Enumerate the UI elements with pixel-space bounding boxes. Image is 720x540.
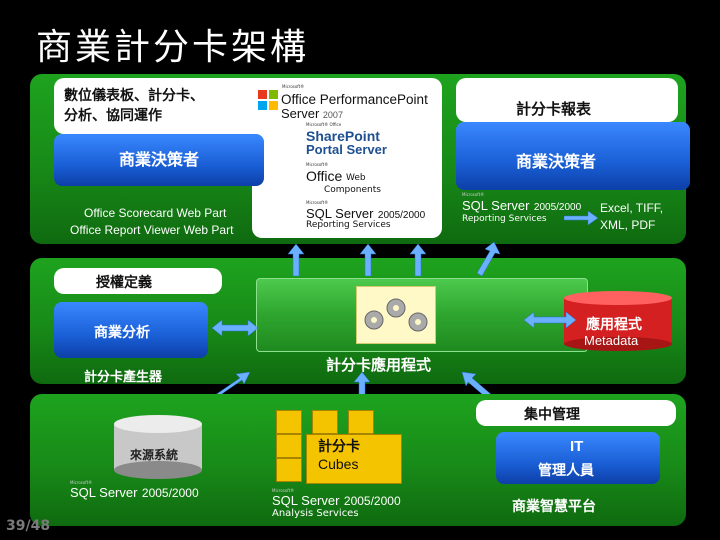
sql-year: 2005/2000: [377, 210, 426, 221]
cube-4: [276, 434, 302, 458]
cubes-label-box: [306, 434, 402, 484]
src-sql-year: 2005/2000: [141, 486, 199, 500]
owc-components: Components: [324, 185, 381, 195]
webpart-scorecard: Office Scorecard Web Part: [84, 206, 227, 220]
as-label: Analysis Services: [272, 508, 359, 519]
export-arrow-icon: [564, 211, 598, 225]
right-sql-rs: Reporting Services: [462, 214, 547, 224]
app-label: 計分卡應用程式: [326, 356, 432, 374]
sp-small: Microsoft® Office: [306, 122, 342, 127]
sql-rs: Reporting Services: [306, 220, 391, 230]
up-arrow-2-icon: [360, 244, 376, 276]
pps-server-text: Server: [281, 106, 320, 121]
cubes-graphic: [276, 406, 406, 486]
page-title: 商業計分卡架構: [36, 27, 310, 68]
page-number: 39/48: [6, 518, 51, 534]
generator-label: 計分卡產生器: [84, 370, 163, 385]
scorecard-report-box: [456, 78, 678, 122]
pps-year: 2007: [322, 110, 343, 120]
decision-maker-right-label: 商業決策者: [516, 152, 597, 171]
scorecard-report-label: 計分卡報表: [516, 100, 592, 118]
right-sql-small: Microsoft®: [462, 192, 485, 197]
webpart-report-viewer: Office Report Viewer Web Part: [70, 223, 234, 237]
auth-label: 授權定義: [96, 275, 152, 291]
central-label: 集中管理: [524, 407, 580, 423]
pps-small: Microsoft®: [282, 84, 305, 89]
owc-small: Microsoft®: [306, 162, 329, 167]
source-database-icon: [114, 415, 202, 479]
src-sql-name-text: SQL Server: [70, 485, 138, 500]
it-admin-button[interactable]: IT 管理人員: [496, 432, 660, 484]
metadata-cn: 應用程式: [586, 317, 642, 333]
cube-3: [348, 410, 374, 434]
sql-name: SQL Server 2005/2000: [306, 205, 425, 223]
decision-maker-button-right[interactable]: 商業決策者: [456, 122, 690, 190]
up-arrow-1-icon: [288, 244, 304, 276]
portal-box: [252, 78, 442, 238]
dashboard-label: 數位儀表板、計分卡、 分析、協同運作: [64, 88, 204, 124]
as-sql-name-text: SQL Server: [272, 493, 340, 508]
office-logo-icon: [258, 90, 278, 110]
up-arrow-diag-icon: [476, 242, 500, 276]
platform-label: 商業智慧平台: [512, 499, 596, 515]
business-analysis-label: 商業分析: [94, 325, 150, 341]
it-cn-label: 管理人員: [538, 463, 594, 479]
central-box: [476, 400, 676, 426]
src-sql-name: SQL Server 2005/2000: [70, 484, 199, 502]
dashboard-box: [54, 78, 272, 134]
cube-1: [276, 410, 302, 434]
bidirectional-arrow-right-icon: [524, 312, 576, 328]
export-formats: Excel, TIFF, XML, PDF: [600, 201, 664, 232]
cube-2: [312, 410, 338, 434]
src-sql-small: Microsoft®: [70, 480, 93, 485]
it-en-label: IT: [570, 438, 584, 455]
up-arrow-3-icon: [410, 244, 426, 276]
sql-small: Microsoft®: [306, 200, 329, 205]
pps-name: Office PerformancePoint: [281, 92, 428, 107]
cubes-en: Cubes: [318, 456, 359, 472]
portal-server-name: Portal Server: [306, 142, 387, 157]
metadata-database-icon: [564, 291, 672, 351]
right-sql-name: SQL Server 2005/2000: [462, 197, 581, 215]
owc-office: Office: [306, 168, 343, 184]
cubes-cn: 計分卡: [318, 439, 360, 455]
owc-web: Web: [346, 173, 366, 183]
decision-maker-button-left[interactable]: 商業決策者: [54, 134, 264, 186]
business-analysis-button[interactable]: 商業分析: [54, 302, 208, 358]
auth-box: [54, 268, 222, 294]
up-arrow-cubes-icon: [354, 372, 370, 412]
metadata-en: Metadata: [584, 333, 639, 348]
decision-maker-left-label: 商業決策者: [118, 150, 199, 169]
right-sql-year: 2005/2000: [533, 202, 582, 213]
source-label: 來源系統: [130, 448, 179, 462]
as-sql-name: SQL Server 2005/2000: [272, 492, 401, 510]
cube-5: [276, 458, 302, 482]
gear-icon: [364, 298, 428, 332]
pps-server: Server 2007: [281, 106, 343, 121]
sharepoint-name: SharePoint: [306, 128, 380, 144]
bidirectional-arrow-left-icon: [212, 320, 258, 336]
sql-name-text: SQL Server: [306, 206, 374, 221]
as-sql-small: Microsoft®: [272, 488, 295, 493]
right-sql-name-text: SQL Server: [462, 198, 530, 213]
as-sql-year: 2005/2000: [343, 494, 401, 508]
